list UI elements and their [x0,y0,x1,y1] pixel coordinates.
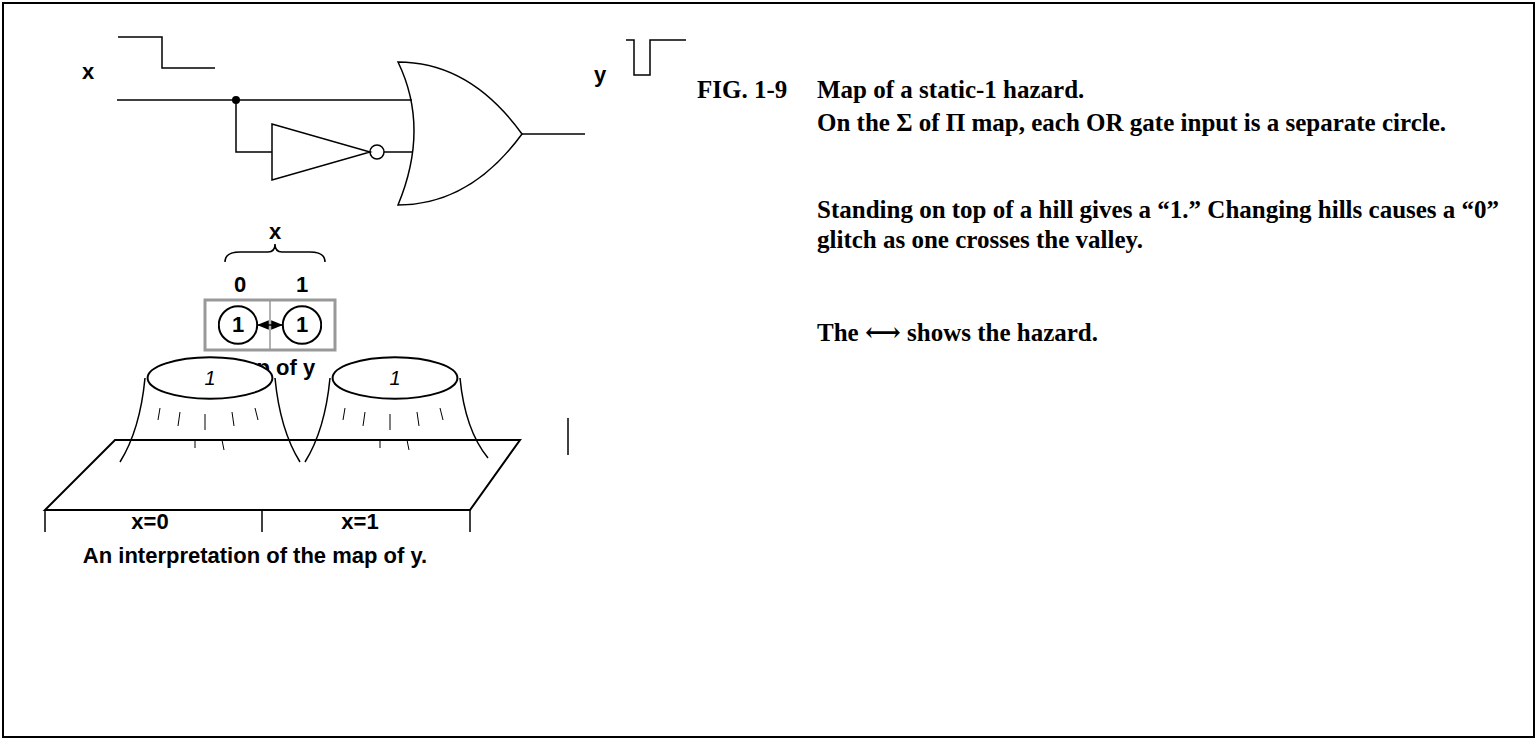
figure-title: Map of a static-1 hazard. [817,75,1084,105]
note-text: The ⟷ shows the hazard. [817,318,1098,348]
map-circle: 1 [218,305,258,345]
cell-value: 1 [232,312,244,338]
hill-value: 1 [204,367,215,390]
column-value: 0 [234,272,246,298]
signal-name: y [594,62,606,88]
region-label: x=0 [131,509,168,535]
cell-value: 1 [296,312,308,338]
signal-name: x [82,59,94,85]
hazard-arrow [258,324,282,326]
figure-number: FIG. 1-9 [697,75,787,105]
figure-caption: An interpretation of the map of y. [83,543,427,569]
hill-top: 1 [145,356,275,400]
region-label: x=1 [341,509,378,535]
map-circle: 1 [282,305,322,345]
hill-top: 1 [330,356,460,400]
column-value: 1 [296,272,308,298]
note-text: Standing on top of a hill gives a “1.” C… [817,195,1522,255]
hill-value: 1 [389,367,400,390]
variable-name: x [269,219,281,245]
note-text: On the Σ of Π map, each OR gate input is… [817,108,1522,138]
